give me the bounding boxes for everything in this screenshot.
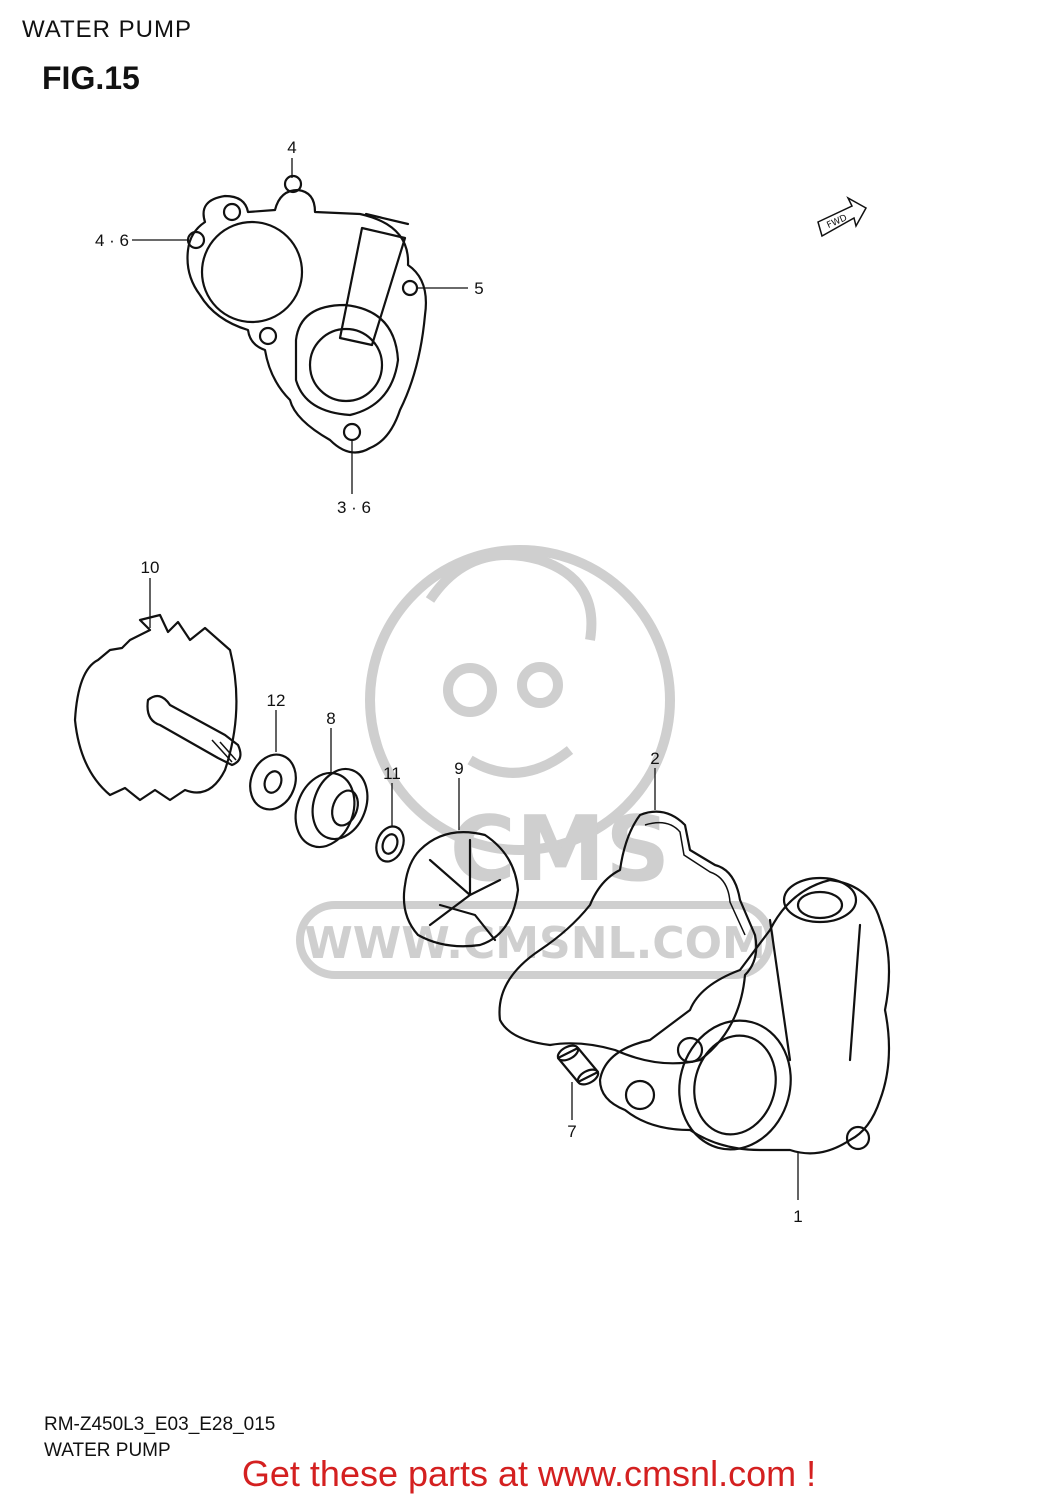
promo-link[interactable]: Get these parts at www.cmsnl.com ! [241, 1453, 817, 1494]
part-label-4: 4 [287, 138, 296, 157]
impeller-9 [402, 831, 520, 948]
part-label-8: 8 [326, 709, 335, 728]
o-ring-11 [375, 825, 405, 863]
pump-housing-1 [598, 876, 891, 1155]
leader-lines [132, 158, 799, 1200]
pump-shaft-gear [73, 613, 242, 802]
part-label-10: 10 [141, 558, 160, 577]
gasket-2 [498, 810, 758, 1065]
part-label-3-6: 3 · 6 [337, 498, 371, 517]
dowel-pin-7 [556, 1044, 600, 1086]
part-label-4-6: 4 · 6 [95, 231, 129, 250]
watermark-brand: CMS [450, 797, 670, 902]
fwd-arrow-icon: FWD [817, 196, 868, 238]
washer-12 [249, 753, 297, 811]
part-label-11: 11 [383, 764, 401, 783]
watermark-url: WWW.CMSNL.COM [304, 918, 766, 969]
watermark-logo: CMS WWW.CMSNL.COM [296, 545, 774, 979]
promo-banner: Get these parts at www.cmsnl.com ! [0, 1453, 1058, 1495]
part-label-5: 5 [474, 279, 483, 298]
part-label-12: 12 [267, 691, 286, 710]
part-label-2: 2 [650, 749, 659, 768]
seal-8 [294, 767, 369, 849]
section-title: WATER PUMP [22, 16, 192, 43]
pump-cover [186, 174, 427, 454]
part-label-7: 7 [567, 1122, 576, 1141]
part-label-9: 9 [454, 759, 463, 778]
footer-caption: WATER PUMP [44, 1440, 171, 1461]
fwd-badge-label: FWD [826, 213, 849, 231]
model-code: RM-Z450L3_E03_E28_015 [44, 1414, 276, 1435]
figure-number: FIG.15 [42, 60, 140, 96]
part-label-1: 1 [793, 1207, 802, 1226]
